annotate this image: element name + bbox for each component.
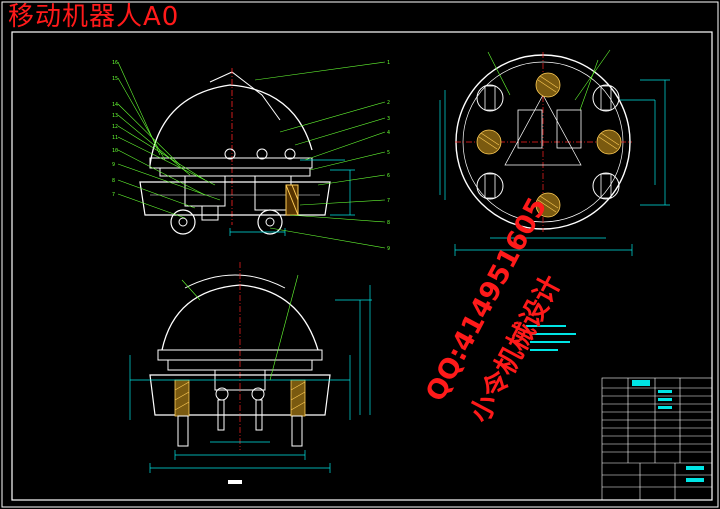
svg-text:7: 7 (112, 192, 115, 198)
drawing-title: 移动机器人A0 (8, 2, 180, 32)
svg-text:16: 16 (112, 60, 118, 66)
svg-text:9: 9 (112, 162, 115, 168)
svg-text:1: 1 (387, 60, 390, 66)
svg-text:13: 13 (112, 113, 118, 119)
top-view (439, 49, 670, 256)
side-view (129, 262, 372, 484)
svg-text:2: 2 (387, 100, 390, 106)
svg-text:6: 6 (387, 173, 390, 179)
svg-text:12: 12 (112, 124, 118, 130)
svg-text:3: 3 (387, 116, 390, 122)
svg-text:8: 8 (387, 220, 390, 226)
svg-text:5: 5 (387, 150, 390, 156)
svg-text:15: 15 (112, 76, 118, 82)
svg-text:9: 9 (387, 246, 390, 252)
drawing-frame (11, 31, 713, 501)
title-block (601, 377, 713, 501)
title-block-fill (632, 380, 704, 482)
svg-text:7: 7 (387, 198, 390, 204)
technical-notes (526, 325, 576, 351)
svg-text:11: 11 (112, 135, 118, 141)
svg-text:8: 8 (112, 178, 115, 184)
svg-text:10: 10 (112, 148, 118, 154)
svg-text:4: 4 (387, 130, 390, 136)
svg-text:14: 14 (112, 102, 118, 108)
